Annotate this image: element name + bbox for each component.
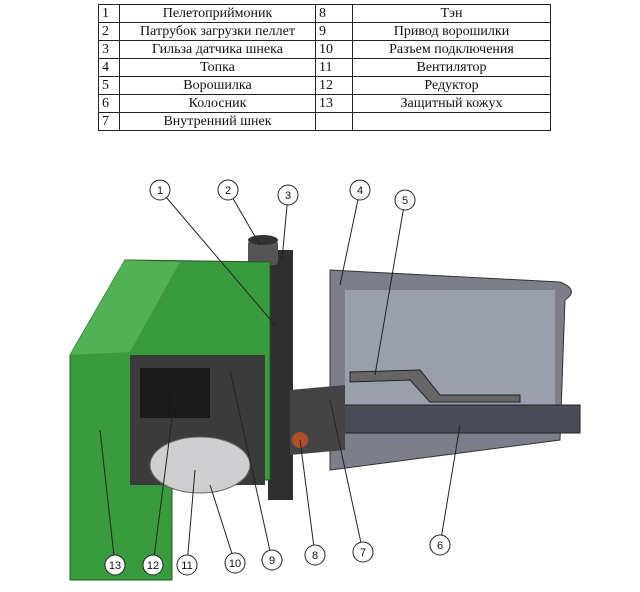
leader-line bbox=[299, 439, 316, 556]
callout-circle bbox=[261, 549, 283, 571]
fan bbox=[149, 436, 251, 494]
callout-label: 2 bbox=[225, 185, 231, 197]
leader-line bbox=[99, 429, 116, 566]
legend-cell: Гильза датчика шнека bbox=[119, 40, 316, 59]
callout-circle bbox=[104, 554, 126, 576]
callout-label: 3 bbox=[285, 190, 291, 202]
callout-circle bbox=[176, 554, 198, 576]
callout-label: 4 bbox=[357, 185, 363, 197]
leader-line bbox=[186, 469, 196, 566]
legend-cell: Внутренний шнек bbox=[119, 112, 316, 131]
callout-circle bbox=[277, 184, 299, 206]
callout-circle bbox=[352, 541, 374, 563]
callout-circle bbox=[349, 179, 371, 201]
leader-line bbox=[152, 394, 176, 566]
leader-line bbox=[329, 399, 364, 553]
legend-cell: Разъем подключения bbox=[352, 40, 551, 59]
leader-line bbox=[227, 189, 261, 246]
callout-circle bbox=[304, 544, 326, 566]
gearbox bbox=[140, 368, 210, 418]
callout-label: 7 bbox=[360, 547, 366, 559]
pellet-inlet bbox=[248, 240, 278, 265]
callout-label: 11 bbox=[181, 560, 192, 572]
legend-cell: 12 bbox=[315, 76, 353, 95]
leader-line bbox=[281, 194, 289, 261]
callout-label: 8 bbox=[312, 550, 318, 562]
legend-cell: Ворошилка bbox=[119, 76, 316, 95]
legend-cell bbox=[352, 112, 551, 131]
callout-label: 12 bbox=[147, 560, 159, 572]
callout-circle bbox=[142, 554, 164, 576]
callout-circle bbox=[149, 179, 171, 201]
legend-cell: Вентилятор bbox=[352, 58, 551, 77]
callout-label: 6 bbox=[437, 540, 443, 552]
callout-circle bbox=[394, 189, 416, 211]
legend-cell: Редуктор bbox=[352, 76, 551, 95]
callout-circle bbox=[217, 179, 239, 201]
callout-label: 9 bbox=[269, 555, 275, 567]
callout-label: 13 bbox=[109, 560, 121, 572]
agitator bbox=[349, 369, 521, 403]
callout-circle bbox=[429, 534, 451, 556]
leader-line bbox=[209, 484, 236, 564]
leader-line bbox=[374, 199, 406, 376]
leader-line bbox=[339, 189, 361, 286]
callout-circle bbox=[224, 552, 246, 574]
legend-cell: 7 bbox=[98, 112, 120, 131]
grate bbox=[339, 404, 581, 434]
leader-line bbox=[439, 424, 461, 546]
callout-label: 10 bbox=[229, 558, 241, 570]
legend-cell: Привод ворошилки bbox=[352, 22, 551, 41]
callout-label: 1 bbox=[157, 185, 163, 197]
leader-line bbox=[229, 369, 273, 561]
mounting-plate bbox=[268, 250, 293, 500]
leader-line bbox=[159, 189, 276, 326]
callout-label: 5 bbox=[402, 195, 408, 207]
